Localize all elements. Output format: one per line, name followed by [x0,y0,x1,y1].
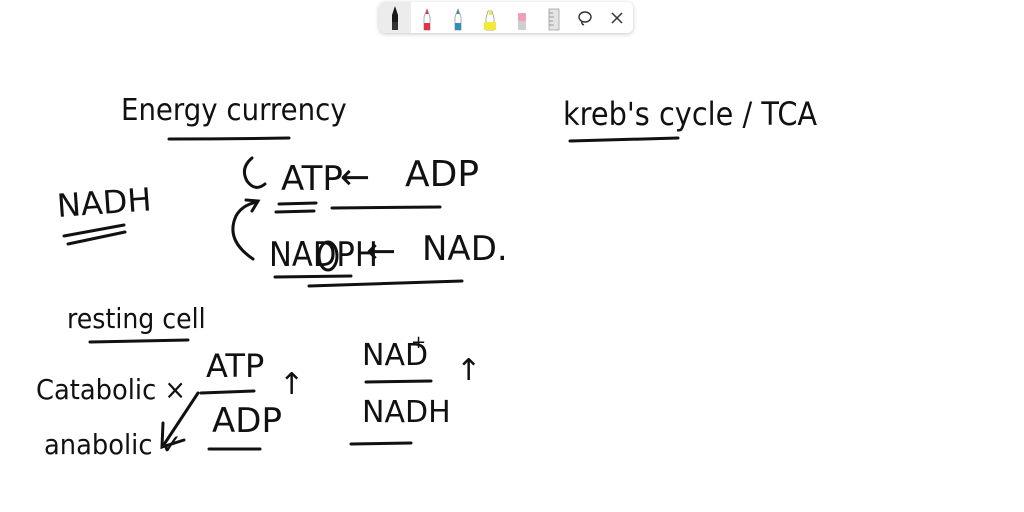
highlighter-icon [484,10,497,30]
nad-plus-numerator: NAD [362,338,429,373]
diagonal-arrow-shaft [161,391,200,448]
left-arrow-2: ← [366,231,397,272]
circle-p [317,240,339,272]
underline-nadh-1 [62,223,126,238]
underline-krebs [568,136,680,143]
eraser-icon [517,12,526,30]
resting-cell-label: resting cell [67,302,206,335]
lasso-icon [578,10,593,26]
curved-arrow-up [231,200,259,261]
adp-label-top: ADP [405,154,480,195]
red-pen-tool[interactable] [411,2,443,33]
black-pen-icon [391,5,398,30]
blue-pen-tool[interactable] [443,2,475,33]
nadh-ratio-denominator: NADH [362,395,451,430]
up-arrow-nad: ↑ [456,353,482,388]
diagonal-arrow-head [160,421,186,450]
close-icon [611,11,623,24]
adp-ratio-denominator: ADP [212,401,282,441]
red-pen-icon [423,7,431,30]
underline-nadh-ratio [349,441,413,446]
eraser-tool[interactable] [506,2,538,33]
underline-adp [330,205,442,210]
krebs-cycle-heading: kreb's cycle / TCA [563,95,818,133]
hook-arrow-atp [242,156,267,189]
lasso-tool[interactable] [570,2,602,33]
curved-arrow-head [244,198,261,213]
fraction-bar-atp-adp [199,389,256,395]
up-arrow-atp: ↑ [279,367,305,402]
black-pen-tool[interactable] [379,2,411,33]
underline-nadh-2 [66,230,127,246]
underline-atp-1 [277,201,318,206]
catabolic-label: Catabolic × [36,373,187,406]
atp-ratio-numerator: ATP [206,347,265,385]
underline-energy-currency [167,136,291,141]
atp-label-top: ATP [281,159,343,199]
left-arrow-1: ← [340,157,371,198]
anabolic-label: anabolic ✓ [44,428,183,461]
underline-atp-2 [274,209,316,214]
underline-nadph-2 [307,279,464,288]
nad-label: NAD. [422,229,508,269]
underline-resting-cell [88,338,190,344]
blue-pen-icon [454,7,462,30]
fraction-bar-nad-nadh [364,379,433,384]
close-tool[interactable] [601,2,633,33]
underline-nadph-1 [273,274,353,279]
energy-currency-heading: Energy currency [121,93,347,128]
plus-superscript: + [411,332,427,353]
ruler-icon [548,8,560,30]
annotation-toolbar [379,2,633,33]
highlighter-tool[interactable] [474,2,506,33]
ruler-tool[interactable] [538,2,570,33]
